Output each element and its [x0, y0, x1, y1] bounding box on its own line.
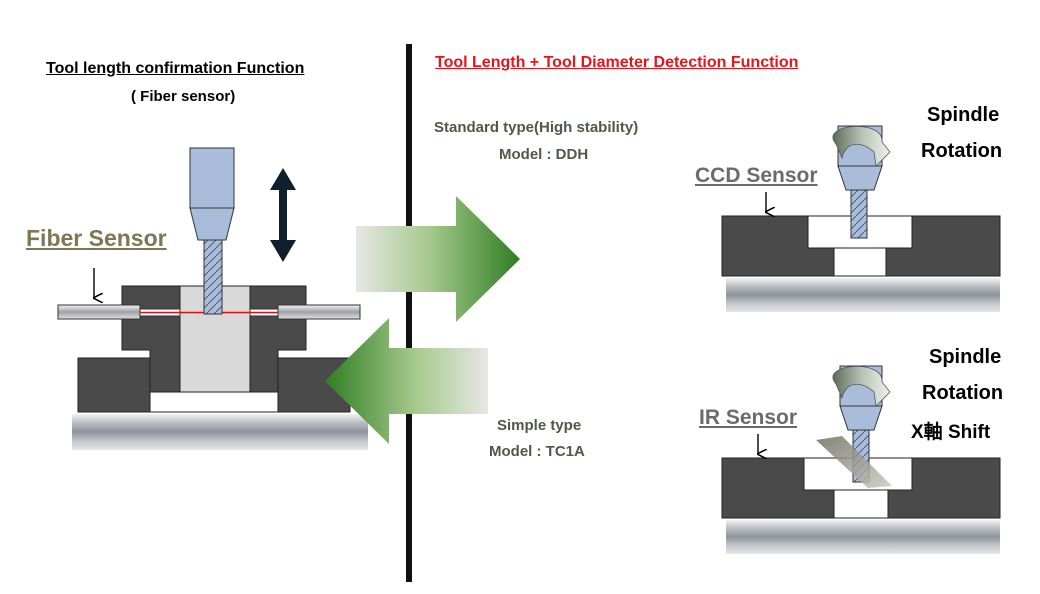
ir-tool-collet [839, 405, 883, 431]
ir-rotation-arrow-icon [832, 365, 891, 407]
ir-machine-table [726, 520, 1000, 554]
ir-sensor-assembly [721, 365, 1001, 554]
up-down-arrow-icon [270, 168, 296, 262]
ir-sensor-gap [833, 489, 889, 519]
simple-model-label: Model : TC1A [489, 443, 585, 460]
ccd-sensor-assembly [721, 125, 1001, 312]
ir-spindle-label: Spindle [929, 346, 1002, 368]
ccd-tool-collet [837, 165, 883, 191]
machine-table [72, 414, 368, 450]
ccd-spindle-label: Spindle [927, 104, 1000, 126]
ir-sensor-label: IR Sensor [699, 406, 798, 429]
downgrade-arrow-left-icon [325, 318, 488, 444]
cutting-tool [203, 239, 223, 315]
fiber-right [277, 304, 361, 320]
ccd-sensor-gap [833, 247, 887, 277]
base-slot [149, 391, 279, 413]
fiber-sensor-label: Fiber Sensor [26, 225, 167, 251]
upgrade-arrow-right-icon [356, 196, 520, 322]
ccd-sensor-label: CCD Sensor [695, 164, 818, 187]
standard-type-label: Standard type(High stability) [434, 119, 639, 136]
ir-rotation-label: Rotation [922, 382, 1004, 404]
left-title: Tool length confirmation Function [46, 60, 305, 77]
ccd-cutting-tool [850, 189, 868, 239]
fiber-left [57, 304, 141, 320]
right-title: Tool Length + Tool Diameter Detection Fu… [435, 54, 799, 71]
simple-type-label: Simple type [497, 417, 582, 434]
fiber-sensor-assembly [57, 147, 368, 450]
ccd-machine-table [726, 278, 1000, 312]
standard-model-label: Model : DDH [499, 146, 589, 163]
ir-beam [816, 436, 892, 488]
ccd-rotation-arrow-icon [832, 125, 891, 167]
tool-collet [189, 207, 235, 241]
tool-holder [189, 147, 235, 209]
left-subtitle: ( Fiber sensor) [131, 88, 236, 105]
base-block-left [77, 357, 151, 413]
ccd-rotation-label: Rotation [921, 140, 1003, 162]
x-axis-shift-label: X軸 Shift [911, 422, 991, 443]
